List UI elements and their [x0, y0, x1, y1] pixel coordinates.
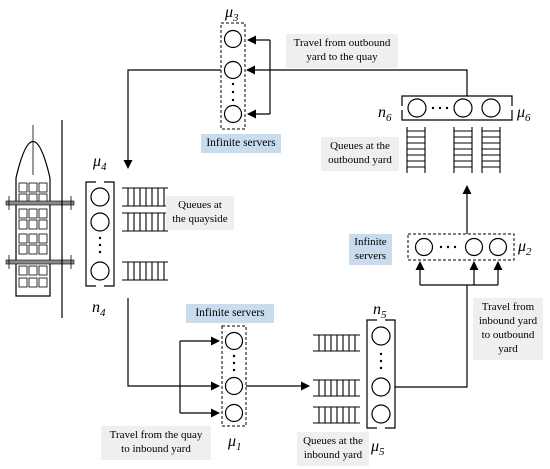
station-mu6	[401, 95, 513, 121]
mu1-label: μ1	[227, 433, 242, 453]
label-outbound-to-quay-line2: yard to the quay	[306, 51, 378, 63]
outbound-queues	[406, 127, 501, 173]
label-outbound-to-quay: Travel from outbound yard to the quay	[286, 34, 398, 68]
label-queues-inbound-line1: Queues at the	[303, 435, 363, 447]
label-infinite-servers-right-line2: servers	[354, 250, 387, 262]
label-inbound-to-outbound-line2: inbound yard	[478, 315, 538, 327]
label-queues-outbound-line2: outbound yard	[328, 154, 392, 166]
label-infinite-servers-top: Infinite servers	[201, 134, 281, 153]
quayside-queues	[122, 187, 168, 281]
n5-label: n5	[373, 301, 387, 321]
station-mu2	[407, 233, 515, 261]
label-queues-quayside-line2: the quayside	[172, 213, 228, 225]
station-mu4	[85, 181, 115, 287]
mu4-label: μ4	[92, 153, 107, 173]
label-inbound-to-outbound-line1: Travel from	[481, 301, 535, 313]
station-mu5	[366, 319, 396, 429]
station-mu1	[221, 325, 247, 427]
label-infinite-servers-right-line1: Infinite	[354, 236, 387, 248]
label-infinite-servers-right: Infinite servers	[349, 234, 392, 265]
station-mu3	[220, 22, 246, 130]
mu5-label: μ5	[370, 438, 385, 458]
label-inbound-to-outbound-line4: yard	[498, 343, 518, 355]
ship-icon	[5, 125, 75, 297]
label-queues-inbound-line2: inbound yard	[303, 449, 363, 461]
label-quay-to-inbound-line2: to inbound yard	[121, 443, 191, 455]
mu6-label: μ6	[516, 104, 531, 124]
inbound-queues	[313, 334, 360, 424]
label-queues-quayside-line1: Queues at	[178, 199, 222, 211]
label-queues-outbound-line1: Queues at the	[330, 140, 390, 152]
n4-label: n4	[92, 299, 106, 319]
label-inbound-to-outbound: Travel from inbound yard to outbound yar…	[473, 298, 543, 360]
flow-arrows	[123, 35, 503, 418]
label-quay-to-inbound: Travel from the quay to inbound yard	[101, 426, 211, 460]
n6-label: n6	[378, 104, 392, 124]
label-queues-outbound: Queues at the outbound yard	[321, 137, 399, 171]
label-outbound-to-quay-line1: Travel from outbound	[293, 37, 391, 49]
label-quay-to-inbound-line1: Travel from the quay	[109, 429, 203, 441]
mu3-label: μ3	[224, 4, 239, 24]
label-queues-quayside: Queues at the quayside	[166, 196, 234, 230]
label-infinite-servers-mid: Infinite servers	[186, 304, 274, 323]
label-inbound-to-outbound-line3: to outbound	[481, 329, 535, 341]
mu2-label: μ2	[517, 238, 532, 258]
label-queues-inbound: Queues at the inbound yard	[297, 432, 369, 466]
